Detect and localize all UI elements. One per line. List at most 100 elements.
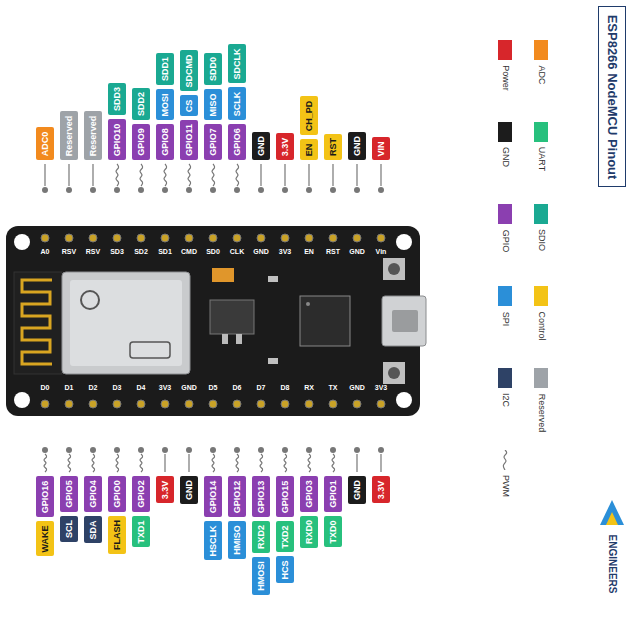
legend-text: I2C (501, 393, 510, 407)
pin-function: GPIO3 (305, 480, 314, 508)
pin-tag: GPIO3 (300, 476, 318, 512)
pin-dot (282, 187, 288, 193)
pin-function: 3.3V (161, 480, 170, 499)
pin-dot (282, 447, 288, 453)
logo-box: ENGINEERS (603, 532, 621, 595)
silkscreen-label: D2 (89, 384, 98, 391)
pin-tag: GND (252, 132, 270, 160)
usb-opening (392, 310, 418, 332)
header-pin (161, 234, 169, 242)
silkscreen-label: 3V3 (375, 384, 387, 391)
header-pin (41, 400, 49, 408)
pin-tag: SDD3 (108, 83, 126, 115)
pin-dot (306, 447, 312, 453)
mount-hole (396, 392, 412, 408)
pin-tag: GPIO13 (252, 476, 270, 517)
pin-dot (42, 447, 48, 453)
legend-text: SPI (501, 311, 510, 326)
pin-tag: SCLK (228, 87, 246, 120)
silkscreen-label: 3V3 (279, 248, 291, 255)
board (6, 226, 420, 416)
legend-swatch (534, 122, 548, 142)
pin-function: GPIO14 (209, 480, 218, 513)
logo-mark (130, 342, 170, 358)
silkscreen-label: RSV (86, 248, 100, 255)
pin-function: SDCMD (185, 54, 194, 87)
pin-tag: CH_PD (300, 96, 318, 135)
pin-tag: EN (300, 139, 318, 160)
title-box: ESP8266 NodeMCU Pinout (598, 6, 626, 187)
silkscreen-label: SD3 (110, 248, 124, 255)
logo-icon (606, 512, 618, 525)
pin-dot (258, 447, 264, 453)
legend-text: ADC (537, 65, 546, 84)
logo-icon (600, 500, 624, 525)
leader-line (236, 454, 239, 472)
pin-function: VIN (377, 141, 386, 156)
pin-tag: SDCLK (228, 44, 246, 83)
header-pin (329, 234, 337, 242)
pin-dot (186, 187, 192, 193)
silkscreen-label: D8 (281, 384, 290, 391)
pin-function: GPIO7 (209, 128, 218, 156)
silkscreen-label: D0 (41, 384, 50, 391)
pin-function: HMISO (233, 525, 242, 555)
pin-function: GPIO4 (89, 480, 98, 508)
pin-function: SDD1 (161, 57, 170, 81)
pin-function: GND (185, 480, 194, 500)
pin-dot (138, 447, 144, 453)
legend-swatch (498, 286, 512, 306)
header-pin (329, 400, 337, 408)
pin-tag: GPIO4 (84, 476, 102, 512)
pin-function: HSCLK (209, 525, 218, 556)
legend-text: PWM (501, 475, 510, 497)
antenna-area (14, 272, 62, 374)
leader-line (308, 454, 311, 472)
header-pin (65, 234, 73, 242)
pin-function: SDD0 (209, 57, 218, 81)
pin-function: 3.3V (281, 137, 290, 156)
leader-line (92, 164, 93, 186)
silkscreen-label: RSV (62, 248, 76, 255)
header-pin (185, 400, 193, 408)
legend-text-holder: GND (497, 146, 513, 168)
leader-line (308, 164, 309, 186)
pin-tag: TXD0 (324, 516, 342, 547)
legend-swatch (498, 204, 512, 224)
pin-function: GPIO9 (137, 128, 146, 156)
legend-text: Control (537, 311, 546, 340)
header-pin (137, 234, 145, 242)
pin-function: Reserved (65, 115, 74, 156)
silkscreen-label: CLK (230, 248, 244, 255)
pin-function: GPIO12 (233, 480, 242, 513)
pin-tag: GPIO0 (108, 476, 126, 512)
legend-text-holder: SPI (497, 310, 513, 327)
pin-function: Reserved (89, 115, 98, 156)
pin-dot (210, 187, 216, 193)
silkscreen-label: Vin (376, 248, 387, 255)
header-pin (377, 234, 385, 242)
pin-tag: GPIO7 (204, 124, 222, 160)
pin-dot (66, 447, 72, 453)
legend-swatch (534, 368, 548, 388)
legend-text: GPIO (501, 229, 510, 252)
smd-part (268, 276, 278, 282)
pin-dot (234, 187, 240, 193)
header-pin (113, 234, 121, 242)
header-pin (233, 234, 241, 242)
silkscreen-label: D6 (233, 384, 242, 391)
pin-dot (354, 447, 360, 453)
leader-line (380, 454, 381, 472)
pin-function: HMOSI (257, 561, 266, 591)
logo-mark (81, 291, 99, 309)
legend-text-holder: I2C (497, 392, 513, 408)
button (383, 258, 405, 280)
leader-line (44, 454, 47, 472)
pin-dot (42, 187, 48, 193)
pin-function: WAKE (41, 525, 50, 552)
pin-tag: SDA (84, 516, 102, 543)
leader-line (212, 164, 215, 186)
silkscreen-label: RX (304, 384, 314, 391)
shield-face (70, 280, 182, 366)
pin-function: TXD1 (137, 520, 146, 543)
